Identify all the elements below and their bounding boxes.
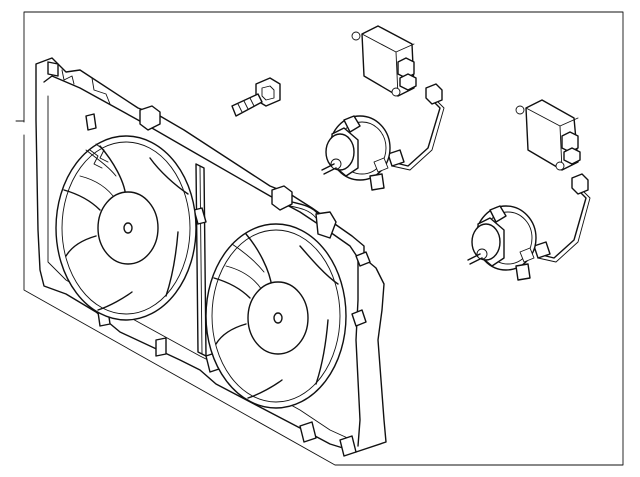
fan-blade-right — [205, 223, 347, 409]
fan-control-module-upper — [351, 25, 417, 97]
fan-blade-left — [55, 135, 197, 321]
assembly-boundary — [15, 11, 624, 466]
mounting-bolt — [231, 77, 281, 117]
fan-motor-lower — [467, 173, 591, 281]
fan-control-module-lower — [515, 99, 581, 171]
fan-motor-upper — [321, 83, 445, 191]
